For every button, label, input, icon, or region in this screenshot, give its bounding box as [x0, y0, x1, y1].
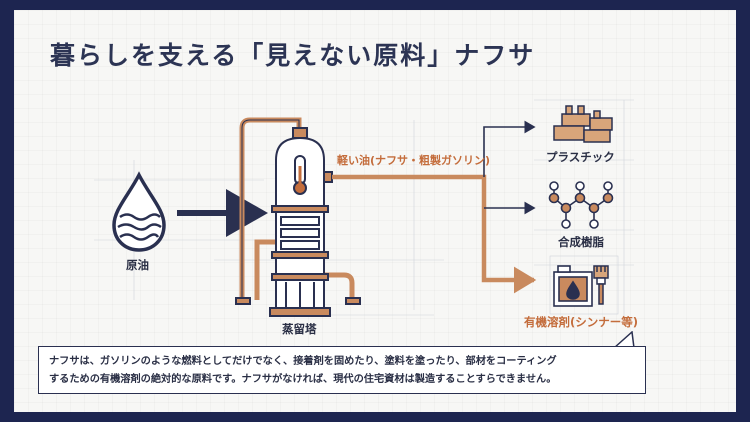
synthetic-resin-label: 合成樹脂 [558, 235, 604, 249]
naphtha-pipe [332, 174, 537, 294]
oil-drop-icon [112, 171, 166, 252]
paint-brush-icon [593, 265, 609, 305]
branch-arrow-plastic [483, 120, 536, 177]
solvent-can-icon [553, 265, 593, 307]
caption-line-2: するための有機溶剤の絶対的な原料です。ナフサがなければ、現代の住宅資材は製造する… [49, 374, 557, 385]
distillation-tower-icon [235, 117, 361, 317]
plastic-label: プラスチック [546, 150, 615, 164]
caption-box: ナフサは、ガソリンのような燃料としてだけでなく、接着剤を固めたり、塗料を塗ったり… [38, 346, 646, 394]
slide: 暮らしを支える「見えない原料」ナフサ [14, 10, 736, 412]
distillation-tower-label: 蒸留塔 [282, 322, 317, 336]
organic-solvent-label: 有機溶剤(シンナー等) [524, 315, 639, 329]
light-oil-label: 軽い油(ナフサ・粗製ガソリン) [337, 154, 491, 167]
plastic-blocks-icon [553, 105, 613, 143]
blueprint-lines [94, 99, 634, 320]
caption-line-1: ナフサは、ガソリンのような燃料としてだけでなく、接着剤を固めたり、塗料を塗ったり… [49, 356, 557, 367]
caption-tail [613, 331, 635, 349]
page-title: 暮らしを支える「見えない原料」ナフサ [50, 41, 536, 70]
process-diagram [94, 99, 634, 320]
crude-oil-label: 原油 [126, 258, 149, 272]
molecule-icon [548, 181, 614, 229]
